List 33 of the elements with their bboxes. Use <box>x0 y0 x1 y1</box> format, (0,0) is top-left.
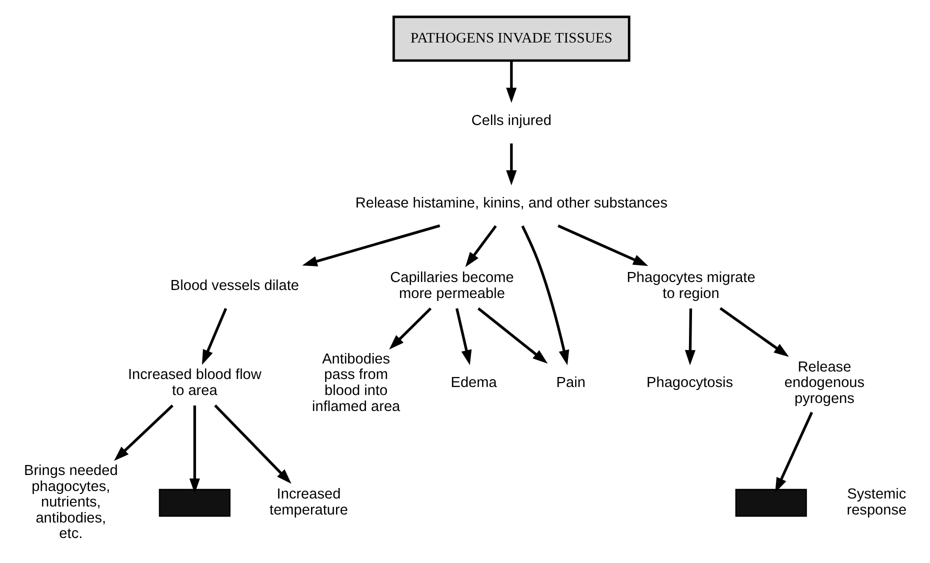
node-text: Capillaries become more permeable <box>390 270 514 302</box>
node-box <box>735 488 807 516</box>
arrow <box>302 224 440 266</box>
arrow <box>684 308 696 365</box>
node-text: Increased temperature <box>270 486 348 518</box>
label: Systemic response <box>846 486 907 518</box>
node-text: Phagocytosis <box>646 374 734 391</box>
node-text: Antibodies pass from blood into inflamed area <box>312 350 400 414</box>
arrow <box>202 307 228 364</box>
arrow <box>214 404 292 484</box>
arrow <box>506 60 517 102</box>
node-box: PATHOGENS INVADE TISSUES <box>392 15 630 62</box>
node-text: Release endogenous pyrogens <box>784 358 865 406</box>
arrow <box>389 307 432 349</box>
arrow <box>456 308 472 365</box>
arrow <box>189 404 200 494</box>
arrow <box>506 142 517 185</box>
arrow <box>720 306 789 356</box>
node-text: Pain <box>556 374 586 391</box>
arrow <box>521 224 570 365</box>
arrow <box>775 411 814 492</box>
node-text: Increased blood flow to area <box>128 366 262 398</box>
arrow <box>478 306 548 364</box>
node-text: Release histamine, kinins, and other substances <box>355 194 668 211</box>
arrow <box>558 224 648 266</box>
arrow <box>465 224 497 267</box>
arrow <box>114 404 174 460</box>
node-text: Cells injured <box>471 112 552 128</box>
node-box <box>158 488 230 516</box>
node-text: Edema <box>450 374 497 391</box>
node-text: Phagocytes migrate to region <box>626 270 756 302</box>
node-text: Brings needed phagocytes, nutrients, antibodies, etc. <box>24 462 118 542</box>
node-text: Blood vessels dilate <box>170 278 300 294</box>
